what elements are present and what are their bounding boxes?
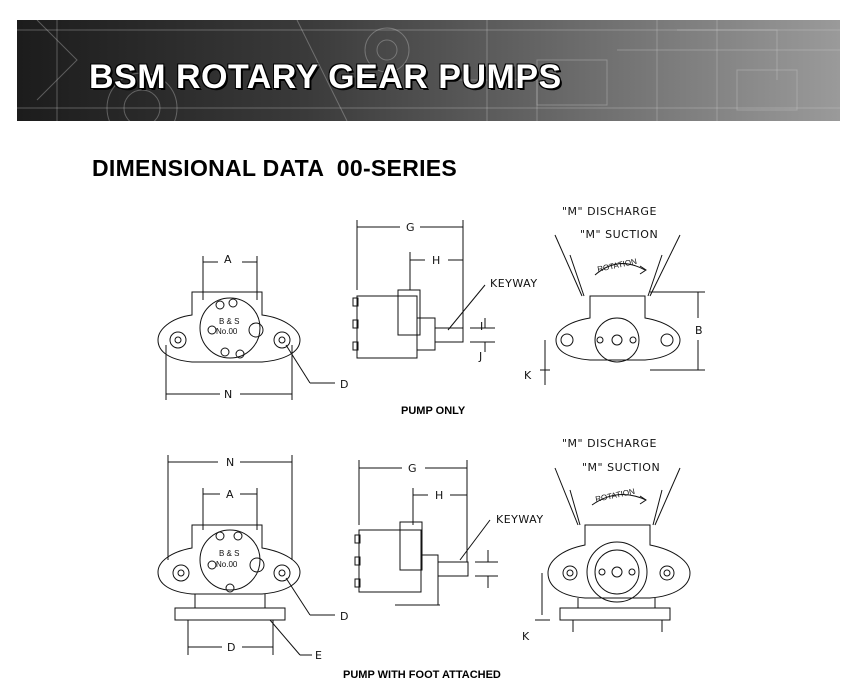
pump-only-caption: PUMP ONLY (401, 405, 466, 417)
foot-dim-e-label: E (315, 649, 322, 662)
badge-bottom-label: No.00 (216, 327, 238, 336)
pump-with-foot-caption: PUMP WITH FOOT ATTACHED (343, 669, 501, 681)
dim-d-label: D (340, 378, 349, 391)
foot-badge-top-label: B & S (219, 549, 239, 558)
dim-h-label: H (432, 254, 441, 267)
foot-dim-n-label: N (226, 456, 235, 469)
page-title: DIMENSIONAL DATA 00-SERIES (92, 155, 458, 181)
foot-dim-h-label: H (435, 489, 444, 502)
dim-b-label: B (695, 324, 703, 337)
foot-badge-bottom-label: No.00 (216, 560, 238, 569)
foot-m-discharge-label: "M" DISCHARGE (562, 437, 657, 450)
foot-keyway-label: KEYWAY (496, 513, 544, 526)
pump-foot-end-view (535, 467, 691, 632)
pump-only-end-view (540, 234, 705, 385)
dim-g-label: G (406, 221, 415, 234)
rotation-label: ROTATION (597, 257, 638, 274)
foot-rotation-label: ROTATION (595, 487, 636, 504)
banner-title: BSM ROTARY GEAR PUMPS (89, 58, 562, 96)
pump-only-front-view (157, 256, 335, 400)
foot-dim-d-base-label: D (227, 641, 236, 654)
dim-a-label: A (224, 253, 232, 266)
foot-dim-a-label: A (226, 488, 234, 501)
dim-i-label: I (480, 320, 484, 333)
foot-m-suction-label: "M" SUCTION (582, 461, 660, 474)
pump-only-side-view (352, 220, 495, 359)
badge-top-label: B & S (219, 317, 239, 326)
pump-foot-side-view (354, 460, 498, 606)
dim-n-label: N (224, 388, 233, 401)
header-banner: BSM ROTARY GEAR PUMPS (17, 20, 840, 121)
pump-foot-front-view (157, 455, 335, 656)
dim-k-label: K (524, 369, 532, 382)
foot-dim-k-label: K (522, 630, 530, 643)
banner-blueprint-background (17, 20, 840, 121)
m-discharge-label: "M" DISCHARGE (562, 205, 657, 218)
m-suction-label: "M" SUCTION (580, 228, 658, 241)
foot-dim-d-hole-label: D (340, 610, 349, 623)
keyway-label: KEYWAY (490, 277, 538, 290)
foot-dim-g-label: G (408, 462, 417, 475)
dim-j-label: J (478, 350, 483, 363)
